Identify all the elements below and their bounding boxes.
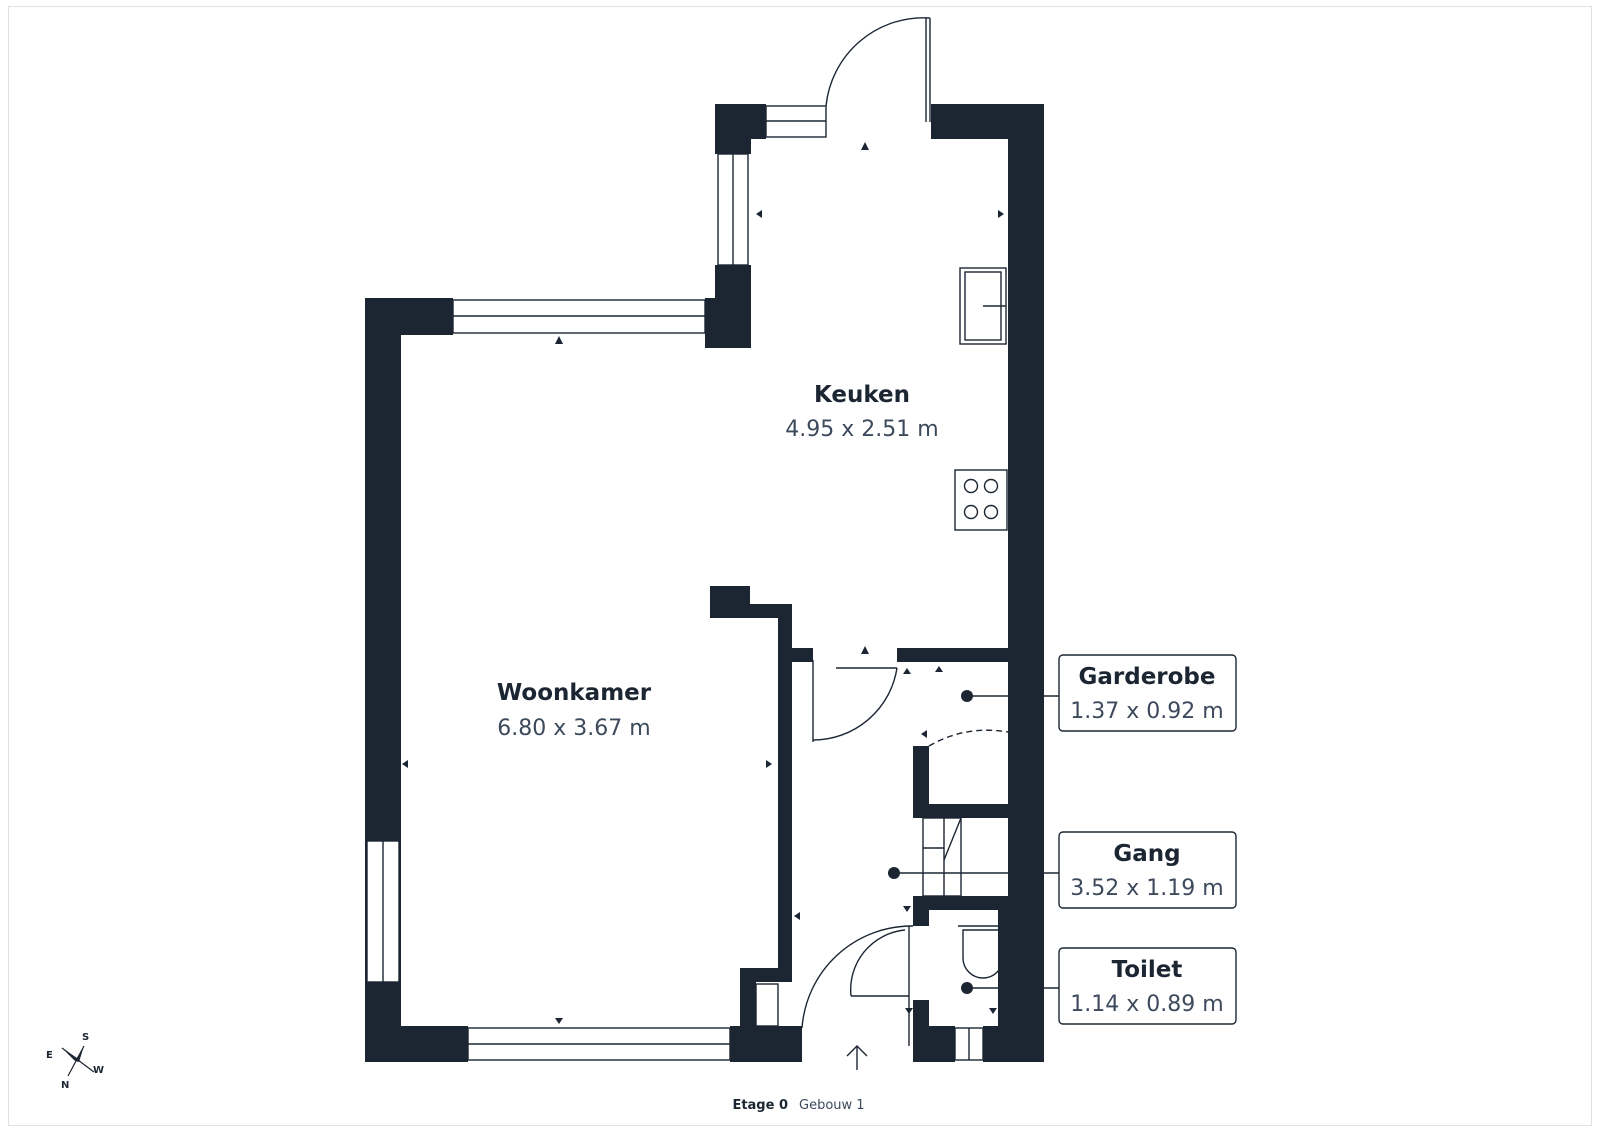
window-icon [755, 983, 779, 1027]
compass-s: S [82, 1032, 89, 1043]
doors [801, 17, 1009, 1046]
wall-markers [402, 142, 1004, 1024]
callout-toilet: Toilet 1.14 x 0.89 m [961, 947, 1237, 1025]
stove-icon [954, 469, 1008, 531]
compass-n: N [61, 1080, 69, 1091]
room-name-keuken: Keuken [814, 382, 910, 408]
windows [366, 105, 984, 1061]
room-name-garderobe: Garderobe [1078, 664, 1215, 690]
floor-label: Etage 0 [732, 1098, 788, 1113]
room-size-keuken: 4.95 x 2.51 m [785, 417, 938, 442]
room-size-gang: 3.52 x 1.19 m [1070, 876, 1223, 901]
room-size-woonkamer: 6.80 x 3.67 m [497, 716, 650, 741]
building-label: Gebouw 1 [799, 1098, 865, 1113]
door-icon [849, 929, 906, 997]
walls [365, 104, 1044, 1062]
room-name-woonkamer: Woonkamer [497, 680, 652, 706]
door-icon [812, 667, 898, 741]
compass-e: E [46, 1050, 53, 1061]
room-size-toilet: 1.14 x 0.89 m [1070, 992, 1223, 1017]
page-frame [8, 6, 1592, 1126]
callout-garderobe: Garderobe 1.37 x 0.92 m [961, 654, 1237, 732]
room-name-toilet: Toilet [1112, 957, 1183, 983]
compass-icon: S E W N [46, 1032, 104, 1091]
door-icon [928, 729, 1009, 747]
room-size-garderobe: 1.37 x 0.92 m [1070, 699, 1223, 724]
compass-w: W [93, 1065, 104, 1076]
door-icon [825, 17, 931, 107]
callout-gang: Gang 3.52 x 1.19 m [888, 831, 1237, 909]
toilet-icon [958, 925, 1006, 979]
sink-icon [959, 267, 1007, 345]
stairs-icon [922, 817, 962, 897]
room-name-gang: Gang [1113, 841, 1180, 867]
door-icon [801, 925, 914, 1029]
entrance-arrow-icon [846, 1045, 868, 1070]
